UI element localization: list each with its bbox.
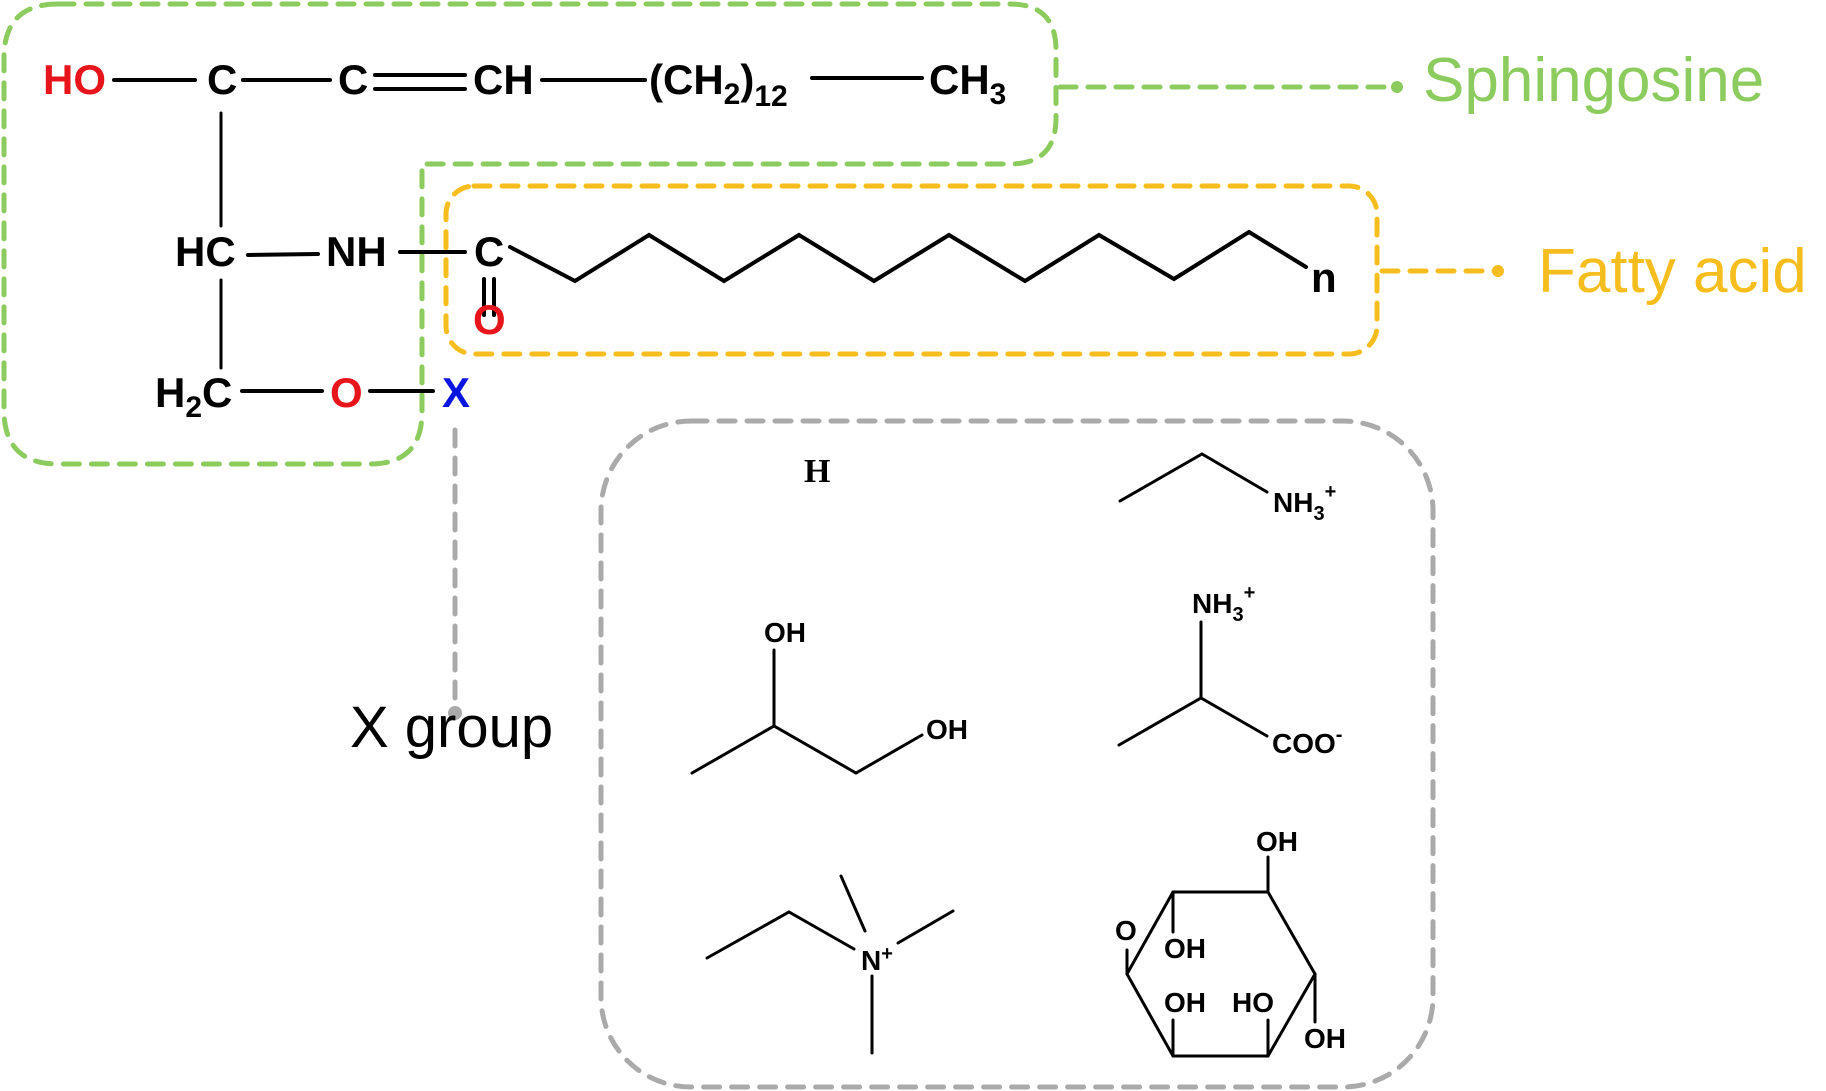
atom-carbonyl-o: O (473, 296, 506, 343)
bond-hc-nh (246, 252, 320, 257)
x-group-serine: NH3+ COO- (1117, 582, 1342, 759)
ethanolamine-nh3: NH3+ (1273, 481, 1336, 525)
sphingosine-region-outline (1, 1, 1059, 467)
choline-methyl-right (896, 909, 955, 945)
atom-x: X (442, 369, 470, 416)
methylene-repeat: (CH2)12 (649, 56, 788, 113)
glycerol-oh-top: OH (764, 617, 806, 648)
atom-hc: HC (175, 228, 236, 275)
x-group-label: X group (350, 695, 553, 760)
sphingosine-label: Sphingosine (1423, 46, 1764, 115)
ethanolamine-skeleton (1118, 452, 1269, 503)
x-group-connector-dot (448, 706, 462, 720)
sphingosine-connector-dot (1391, 81, 1403, 93)
x-group-inositol: OH O OH OH HO OH (1115, 826, 1346, 1058)
choline-n-plus: N+ (861, 943, 893, 976)
inositol-oh-right: OH (1304, 1023, 1346, 1054)
serine-nh3: NH3+ (1192, 582, 1255, 626)
choline-methyl-up (839, 874, 867, 933)
fatty-acid-connector-dot (1492, 265, 1504, 277)
terminal-methyl: CH3 (929, 56, 1006, 111)
hydroxyl-ho: HO (43, 56, 106, 103)
fatty-acid-chain (508, 229, 1308, 284)
inositol-o-left: O (1115, 915, 1137, 946)
x-group-hydrogen: H (804, 453, 830, 490)
glycerol-skeleton (690, 724, 924, 775)
x-group-region-outline (598, 418, 1436, 1090)
x-group-ethanolamine: NH3+ (1118, 452, 1336, 525)
atom-c2: C (338, 56, 368, 103)
fatty-acid-label: Fatty acid (1538, 237, 1807, 306)
atom-c1: C (207, 56, 237, 103)
atom-nh: NH (326, 228, 387, 275)
fatty-acid-region-outline (443, 183, 1380, 357)
chain-repeat-n: n (1311, 254, 1337, 301)
inositol-oh-inner-top: OH (1164, 933, 1206, 964)
atom-ester-o: O (330, 369, 363, 416)
inositol-oh-inner-bl: OH (1164, 987, 1206, 1018)
serine-skeleton (1117, 696, 1269, 747)
atom-h2c: H2C (155, 369, 232, 424)
atom-carbonyl-c: C (474, 228, 504, 275)
inositol-oh-top: OH (1256, 826, 1298, 857)
inositol-ho-inner-br: HO (1232, 987, 1274, 1018)
inositol-ring (1125, 890, 1317, 1058)
atom-ch: CH (473, 56, 534, 103)
serine-carboxylate: COO- (1272, 724, 1342, 759)
glycerol-oh-end: OH (926, 714, 968, 745)
x-group-glycerol: OH OH (690, 617, 968, 775)
x-group-choline: N+ (705, 874, 955, 1055)
choline-skeleton (705, 910, 856, 960)
